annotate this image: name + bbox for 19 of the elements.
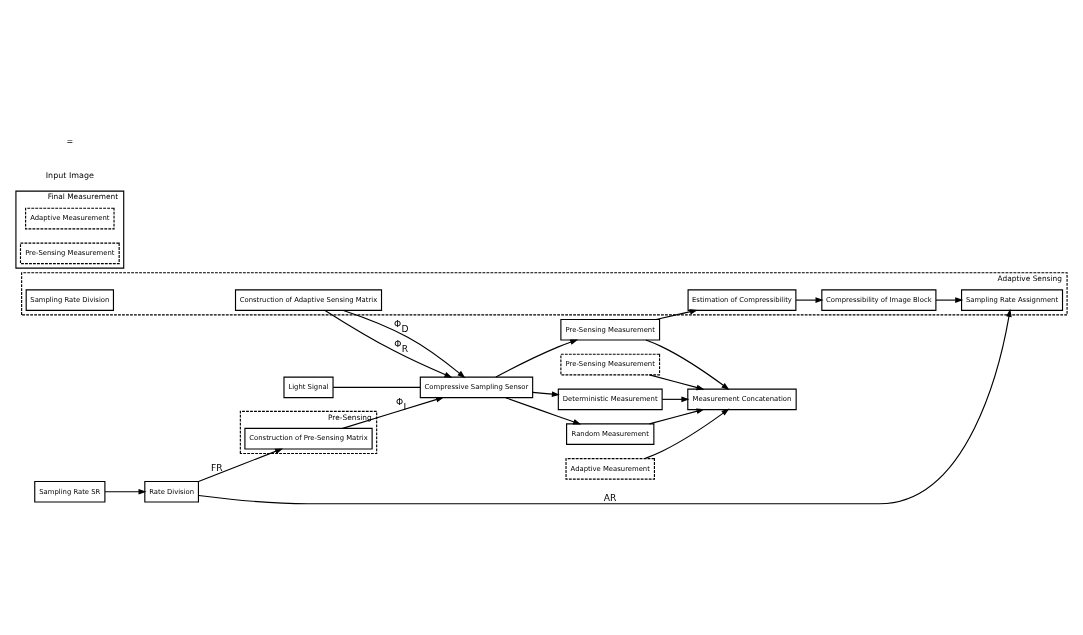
connector	[332, 386, 421, 388]
edge-label: FR	[210, 462, 223, 473]
arrow	[644, 408, 730, 460]
arrow	[661, 396, 690, 403]
arrow	[795, 297, 824, 303]
arrow	[655, 309, 698, 321]
arrow	[532, 391, 560, 397]
arrow	[104, 488, 147, 495]
arrow	[645, 339, 730, 390]
arrow	[648, 408, 705, 425]
edge-label: AR	[603, 492, 617, 503]
arrow	[495, 339, 579, 378]
arrow	[324, 309, 453, 378]
arrow	[648, 374, 705, 391]
arrow	[505, 397, 582, 425]
arrow	[197, 448, 284, 482]
arrow	[342, 309, 466, 379]
arrow	[198, 308, 1012, 505]
arrow	[935, 297, 964, 303]
